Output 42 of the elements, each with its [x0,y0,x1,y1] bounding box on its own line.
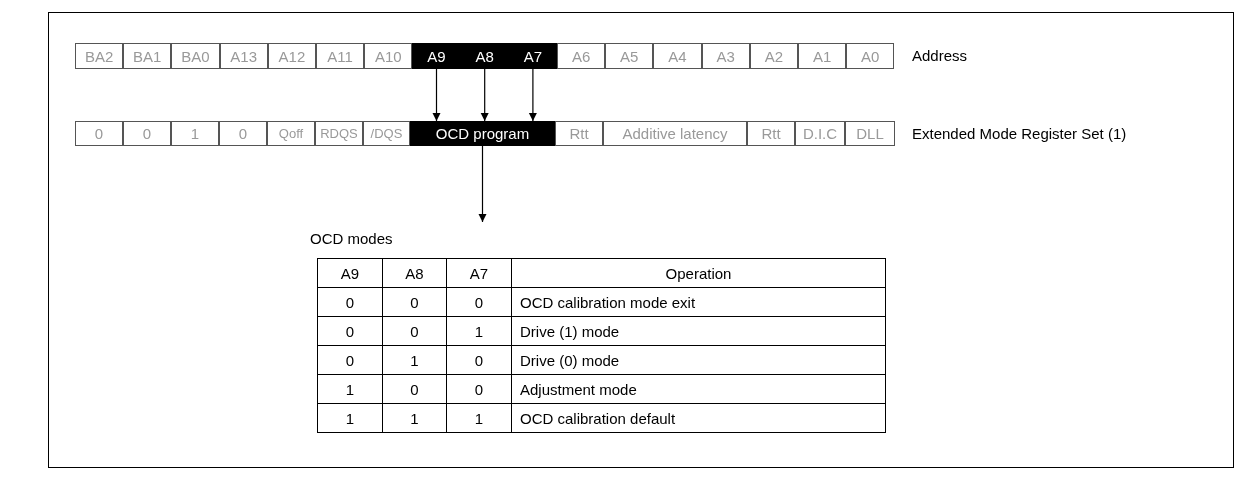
table-header-cell: Operation [511,258,886,288]
register-field-cell: 1 [171,121,219,146]
bit-cell: A4 [653,43,702,69]
mode-table [310,230,886,434]
bit-cell: A0 [846,43,895,69]
bit-cell: BA0 [171,43,220,69]
bit-cell: A13 [219,43,268,69]
register-field-cell: Additive latency [603,121,747,146]
register-field-cell: 0 [75,121,123,146]
register-name: Extended Mode Register Set (1) [912,125,1127,142]
arrow [478,145,487,223]
bit-cell: A3 [701,43,750,69]
bit-cell: A12 [267,43,316,69]
register-field-cell: 0 [219,121,267,146]
bit-cell: A8 [460,43,509,69]
bit-cell: A10 [364,43,413,69]
arrow [432,68,441,122]
register-field-cell: /DQS [363,121,410,146]
register-field-cell: Qoff [267,121,315,146]
arrow [528,68,537,122]
table-cell: OCD calibration default [511,403,886,433]
register-field-cell: Rtt [747,121,795,146]
table-header-cell: A9 [317,258,383,288]
bit-cell: A2 [749,43,798,69]
bit-cell: A9 [412,43,461,69]
register-field-cell: 0 [123,121,171,146]
bit-cell: BA2 [75,43,124,69]
bit-cell: A6 [557,43,606,69]
arrow [480,68,489,122]
register-field-cell: RDQS [315,121,363,146]
table-cell: 1 [317,403,383,433]
register-field-cell: OCD program [410,121,555,146]
register-name: Address [912,47,968,64]
register-field-cell: D.I.C [795,121,845,146]
table-title: OCD modes [310,230,393,247]
bit-cell: A1 [798,43,847,69]
register-field-cell: DLL [845,121,895,146]
bit-cell: A11 [316,43,365,69]
register-field-cell: Rtt [555,121,603,146]
bit-cell: A5 [605,43,654,69]
bit-cell: BA1 [123,43,172,69]
bit-cell: A7 [508,43,557,69]
